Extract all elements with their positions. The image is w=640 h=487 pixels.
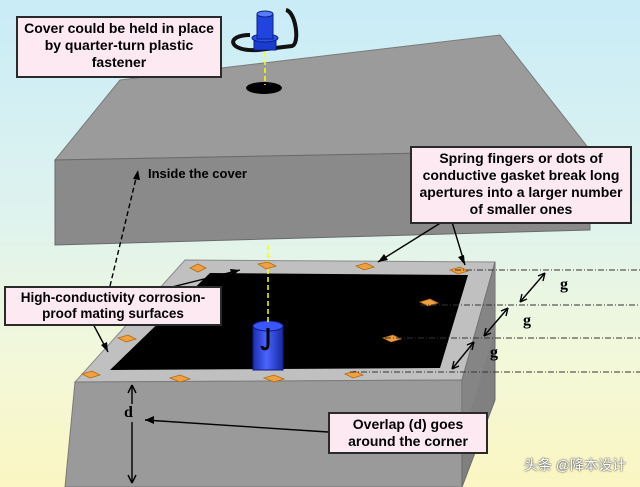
overlap-callout: Overlap (d) goes around the corner bbox=[328, 412, 488, 454]
gasket-dots bbox=[80, 261, 470, 383]
gap-label-3: g bbox=[490, 344, 498, 361]
cover-fastener-callout: Cover could be held in place by quarter-… bbox=[16, 16, 222, 78]
gasket-dot bbox=[116, 334, 138, 343]
gasket-dot bbox=[256, 261, 278, 270]
gap-label-1: g bbox=[560, 276, 568, 293]
cover-fastener-text: Cover could be held in place by quarter-… bbox=[24, 20, 214, 70]
gasket-dot bbox=[381, 334, 403, 343]
spring-fingers-callout: Spring fingers or dots of conductive gas… bbox=[410, 146, 632, 224]
box bbox=[64, 259, 496, 487]
gasket-dot bbox=[80, 370, 102, 379]
gasket-dot bbox=[354, 262, 376, 271]
mating-surfaces-callout: High-conductivity corrosion-proof mating… bbox=[4, 286, 222, 326]
inside-cover-label: Inside the cover bbox=[148, 166, 247, 181]
gasket-dot bbox=[168, 374, 192, 383]
box-lower-right-face bbox=[462, 262, 495, 440]
fastener-hole bbox=[246, 82, 282, 94]
leader-arrowheads bbox=[101, 170, 465, 424]
spring-fingers-text: Spring fingers or dots of conductive gas… bbox=[419, 150, 623, 217]
gap-label-2: g bbox=[523, 312, 531, 329]
overlap-d-label: d bbox=[124, 404, 133, 422]
gasket-dot bbox=[262, 374, 286, 383]
box-front-face bbox=[64, 379, 463, 487]
gap-lines bbox=[350, 269, 640, 373]
watermark: 头条 @降本设计 bbox=[523, 457, 626, 473]
overlap-text: Overlap (d) goes around the corner bbox=[348, 416, 468, 449]
internal-post bbox=[252, 245, 284, 371]
quarter-turn-fastener bbox=[231, 8, 299, 85]
mating-surfaces-text: High-conductivity corrosion-proof mating… bbox=[20, 290, 206, 321]
gasket-dot bbox=[189, 263, 207, 273]
gap-arrows bbox=[451, 272, 546, 370]
overlap-d-arrow bbox=[127, 384, 137, 484]
